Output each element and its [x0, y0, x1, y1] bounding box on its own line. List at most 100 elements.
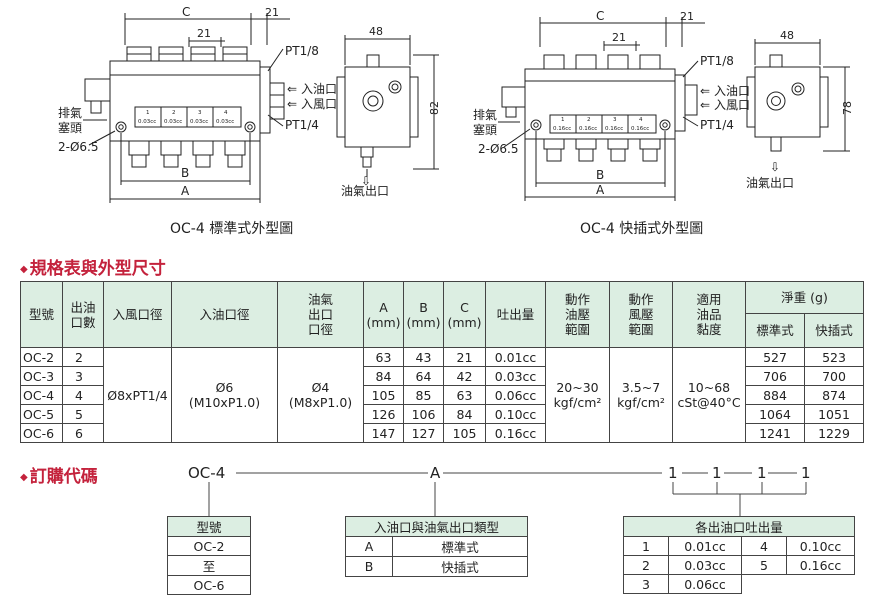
- col-discharge: 吐出量: [485, 281, 546, 348]
- col-air-pressure: 動作風壓範圍: [609, 281, 673, 348]
- cell-val: 0.03cc: [164, 119, 182, 125]
- dim-side-w: 48: [369, 25, 383, 38]
- label-pt14: PT1/4: [700, 118, 734, 132]
- table-row: 1 0.01cc 4 0.10cc: [623, 536, 855, 556]
- label-outlet: 油氣出口: [746, 176, 794, 190]
- standard-caption: OC-4 標準式外型圖: [170, 221, 294, 237]
- cell-val: 0.16cc: [605, 126, 623, 132]
- dim-side-h: 78: [841, 101, 854, 115]
- table-row: OC-6 6 147 127 105 0.16cc 1241 1229: [20, 423, 864, 443]
- outlet-arrow-icon: ⇩: [770, 160, 780, 174]
- dim-b: B: [181, 166, 189, 180]
- col-air-port: 入風口徑: [103, 281, 172, 348]
- cell-num: 4: [639, 117, 643, 123]
- standard-outline-drawing: C 21 21 B A 48 82 PT1/8 PT1/4 ⇐ 入油口 ⇐ 入風…: [58, 5, 441, 203]
- col-weight-std: 標準式: [745, 313, 805, 348]
- label-oil-in: 入油口: [714, 84, 750, 98]
- oil-in-arrow-icon: ⇐: [287, 82, 297, 96]
- cell-num: 3: [613, 117, 617, 123]
- dim-c21: 21: [680, 10, 694, 23]
- dim-pitch21: 21: [612, 31, 626, 44]
- dim-b: B: [596, 168, 604, 182]
- model-range-table: 型號 OC-2 至 OC-6: [167, 516, 251, 595]
- label-holes: 2-Ø6.5: [58, 140, 99, 154]
- dim-a: A: [181, 184, 190, 198]
- label-pt18: PT1/8: [700, 54, 734, 68]
- col-weight-quick: 快插式: [804, 313, 864, 348]
- label-outlet: 油氣出口: [341, 184, 389, 198]
- col-oil-pressure: 動作油壓範圍: [545, 281, 610, 348]
- spec-table: 型號 出油口數 入風口徑 入油口徑 油氣出口口徑 A(mm) B(mm) C(m…: [20, 281, 864, 443]
- label-bleed2: 塞頭: [473, 122, 497, 137]
- col-b: B(mm): [403, 281, 444, 348]
- cell-num: 2: [172, 110, 176, 116]
- col-model: 型號: [20, 281, 63, 348]
- air-port-value: Ø8xPT1/4: [103, 347, 172, 443]
- air-in-arrow-icon: ⇐: [287, 97, 297, 111]
- dim-a: A: [596, 183, 605, 197]
- cell-val: 0.03cc: [138, 119, 156, 125]
- label-bleed1: 排氣: [473, 108, 497, 122]
- cell-val: 0.03cc: [216, 119, 234, 125]
- table-row: A 標準式: [345, 536, 528, 557]
- cell-num: 4: [224, 110, 228, 116]
- label-oil-in: 入油口: [301, 82, 337, 96]
- table-row: OC-5 5 126 106 84 0.10cc 1064 1051: [20, 404, 864, 424]
- air-in-arrow-icon: ⇐: [700, 98, 710, 112]
- table-row: 3 0.06cc: [623, 574, 855, 594]
- spec-heading: ◆規格表與外型尺寸: [20, 254, 166, 279]
- quick-outline-drawing: C 21 21 B A 48 78 PT1/8 PT1/4 ⇐ 入油口 ⇐ 入風…: [473, 9, 854, 201]
- col-a: A(mm): [363, 281, 404, 348]
- table-row: OC-2 2 Ø8xPT1/4 Ø6(M10xP1.0) Ø4(M8xP1.0)…: [20, 347, 864, 443]
- oil-port-value: Ø6(M10xP1.0): [171, 347, 278, 443]
- diamond-icon: ◆: [20, 472, 28, 483]
- cell-val: 0.16cc: [579, 126, 597, 132]
- label-bleed1: 排氣: [58, 106, 82, 120]
- dim-side-h: 82: [428, 101, 441, 115]
- table-row: 2 0.03cc 5 0.16cc: [623, 555, 855, 575]
- label-pt18: PT1/8: [285, 44, 319, 58]
- spec-heading-text: 規格表與外型尺寸: [29, 259, 166, 279]
- code-digit: 1: [712, 464, 722, 482]
- diamond-icon: ◆: [20, 264, 28, 275]
- col-outlet-port: 油氣出口口徑: [277, 281, 364, 348]
- order-code-connectors: OC-4 A 1 1 1 1: [188, 464, 811, 516]
- cell-val: 0.03cc: [190, 119, 208, 125]
- quick-caption: OC-4 快插式外型圖: [580, 221, 704, 237]
- col-weight: 淨重 (g): [745, 281, 864, 314]
- type-table: 入油口與油氣出口類型 A 標準式 B 快插式: [345, 516, 528, 577]
- dim-side-w: 48: [780, 29, 794, 42]
- cell-val: 0.16cc: [631, 126, 649, 132]
- code-type: A: [430, 464, 441, 482]
- cell-num: 3: [198, 110, 202, 116]
- col-outlets: 出油口數: [62, 281, 104, 348]
- label-air-in: 入風口: [301, 97, 337, 111]
- label-holes: 2-Ø6.5: [478, 142, 519, 156]
- table-row: B 快插式: [345, 556, 528, 577]
- cell-num: 1: [561, 117, 565, 123]
- code-model: OC-4: [188, 464, 225, 482]
- col-viscosity: 適用油品黏度: [672, 281, 746, 348]
- outlet-arrow-icon: ⇩: [361, 174, 371, 188]
- table-row: OC-4 4 105 85 63 0.06cc 884 874: [20, 385, 864, 405]
- outlet-port-value: Ø4(M8xP1.0): [277, 347, 364, 443]
- cell-val: 0.16cc: [553, 126, 571, 132]
- dim-pitch21: 21: [197, 27, 211, 40]
- cell-num: 2: [587, 117, 591, 123]
- discharge-code-table: 各出油口吐出量 1 0.01cc 4 0.10cc 2 0.03cc 5 0.1…: [623, 516, 855, 594]
- code-digit: 1: [668, 464, 678, 482]
- order-heading: ◆訂購代碼: [20, 462, 98, 487]
- code-digit: 1: [757, 464, 767, 482]
- dim-c: C: [182, 5, 190, 19]
- cell-num: 1: [146, 110, 150, 116]
- label-pt14: PT1/4: [285, 118, 319, 132]
- col-oil-port: 入油口徑: [171, 281, 278, 348]
- order-heading-text: 訂購代碼: [29, 467, 98, 487]
- code-digit: 1: [801, 464, 811, 482]
- oil-in-arrow-icon: ⇐: [700, 84, 710, 98]
- dim-c: C: [596, 9, 604, 23]
- label-bleed2: 塞頭: [58, 120, 82, 135]
